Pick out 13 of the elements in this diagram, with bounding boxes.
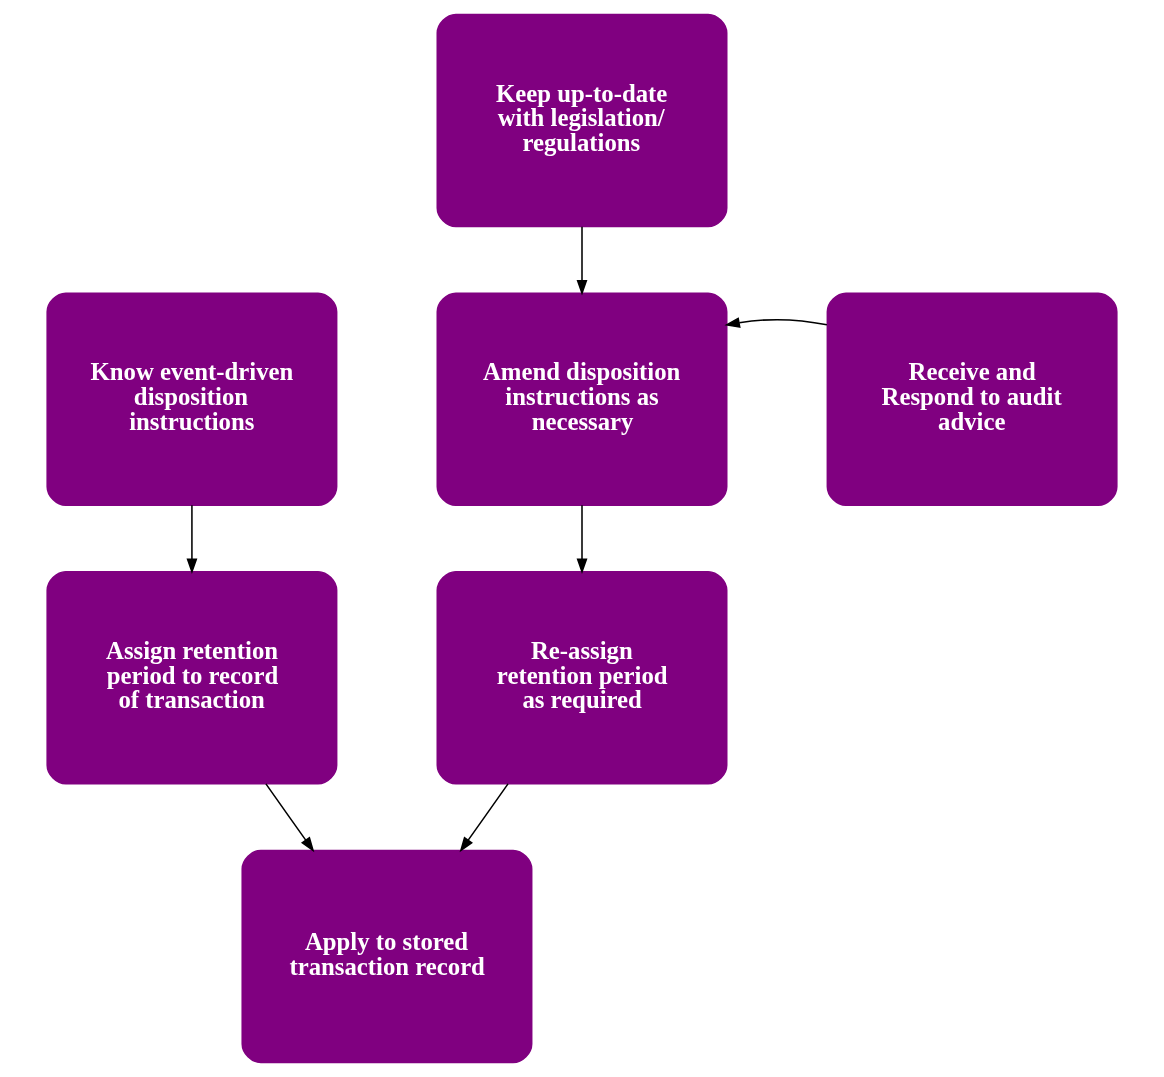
arrow: [724, 317, 828, 328]
arrow: [576, 225, 588, 296]
node-box: Apply to stored transaction record: [241, 849, 533, 1064]
node-box: Assign retention period to record of transaction: [46, 571, 338, 785]
node-box: Re-assign retention period as required: [436, 571, 728, 785]
node-box: Receive and Respond to audit advice: [826, 292, 1118, 506]
arrow: [576, 504, 588, 575]
arrow: [459, 783, 509, 853]
node-box: Know event-driven disposition instructions: [46, 292, 338, 506]
arrow: [186, 504, 198, 575]
node-box: Amend disposition instructions as necessary: [436, 292, 728, 506]
arrow: [265, 783, 315, 853]
node-box: Keep up-to-date with legislation/ regulations: [436, 13, 728, 228]
